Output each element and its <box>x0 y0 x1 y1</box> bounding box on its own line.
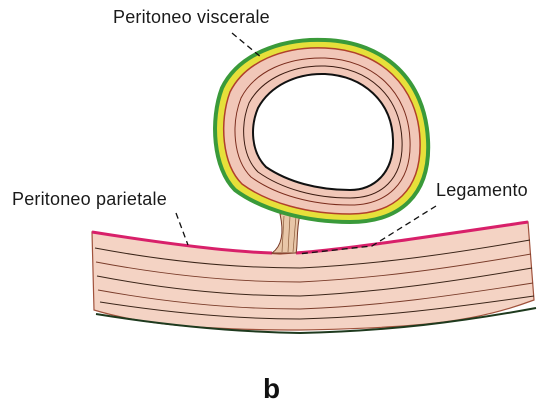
abdominal-wall-fill <box>92 222 534 330</box>
label-ligament: Legamento <box>436 180 528 200</box>
leader-visceral <box>232 33 262 58</box>
leader-parietal <box>176 213 188 245</box>
panel-letter: b <box>263 373 280 404</box>
abdominal-wall <box>92 222 536 333</box>
label-visceral-peritoneum: Peritoneo viscerale <box>113 7 270 27</box>
label-parietal-peritoneum: Peritoneo parietale <box>12 189 167 209</box>
organ-lumen <box>253 74 393 190</box>
viscus <box>215 40 428 222</box>
